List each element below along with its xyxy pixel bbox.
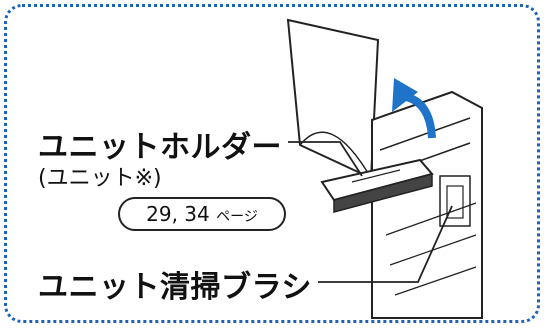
device-line (379, 117, 471, 151)
brush-slot-inner (446, 185, 464, 219)
lift-arrow-head (392, 78, 418, 112)
page-ref-suffix: ページ (216, 209, 258, 225)
open-cover (286, 18, 380, 180)
unit-holder-sublabel: (ユニット※) (38, 166, 162, 191)
page-ref-numbers: 29, 34 (146, 202, 210, 226)
page-reference: 29, 34 ページ (118, 197, 286, 231)
cleaning-brush-label: ユニット清掃ブラシ (38, 270, 312, 305)
dotted-frame (4, 4, 540, 323)
holder-leader-line (288, 141, 363, 177)
unit-holder-detail (351, 169, 401, 183)
brush-leader-line (318, 205, 453, 283)
unit-holder-label: ユニットホルダー (38, 130, 282, 165)
cover-edge (299, 131, 372, 179)
device-line (385, 202, 477, 236)
unit-holder-side (333, 173, 433, 213)
brush-slot (439, 175, 471, 227)
device-line (394, 266, 477, 296)
